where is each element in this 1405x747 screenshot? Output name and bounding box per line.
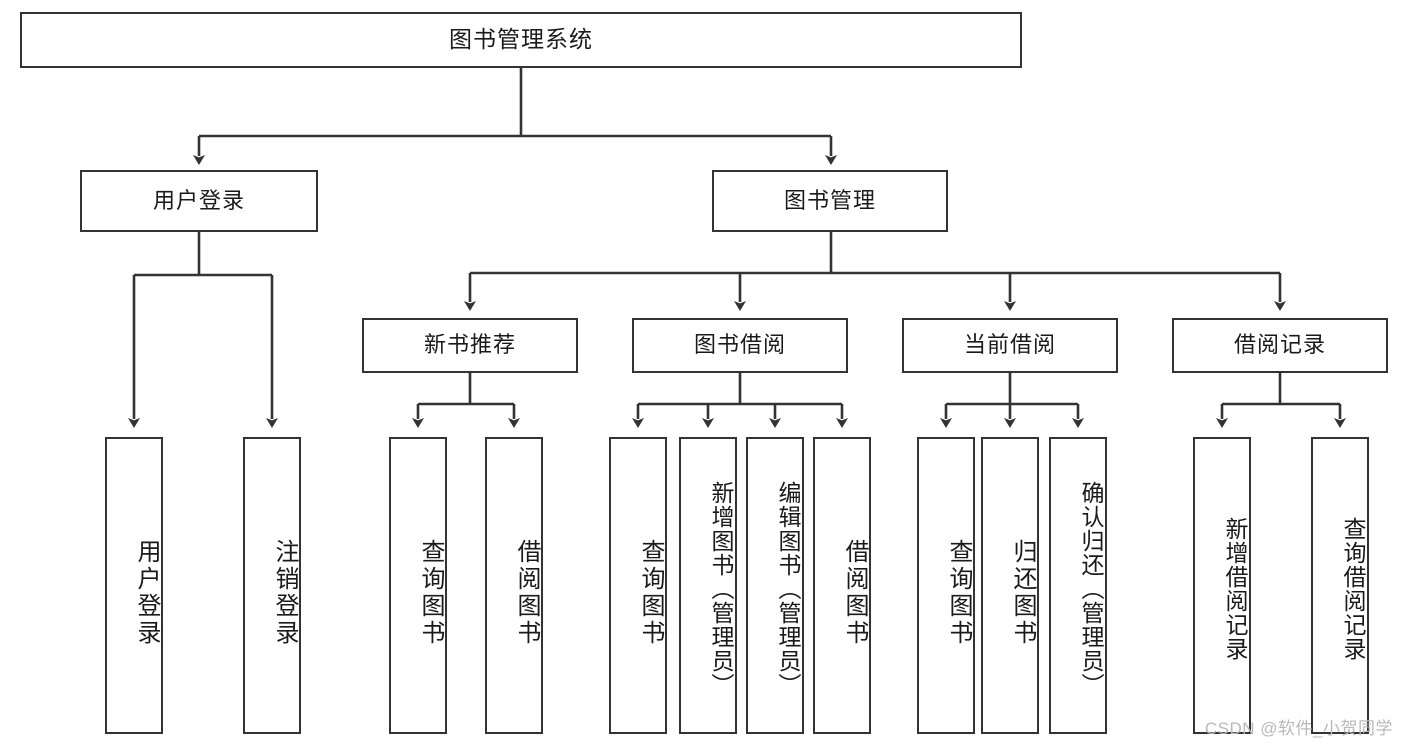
node-borrow-records[interactable]: 借阅记录: [1172, 318, 1388, 373]
leaf-query-books-current[interactable]: 查询图书: [917, 437, 975, 734]
leaf-confirm-return-admin[interactable]: 确认归还（管理员）: [1049, 437, 1107, 734]
leaf-logout[interactable]: 注销登录: [243, 437, 301, 734]
leaf-query-books-recommend[interactable]: 查询图书: [389, 437, 447, 734]
leaf-borrow-books-recommend[interactable]: 借阅图书: [485, 437, 543, 734]
leaf-edit-book-admin[interactable]: 编辑图书（管理员）: [746, 437, 804, 734]
node-new-book-recommend[interactable]: 新书推荐: [362, 318, 578, 373]
leaf-return-books[interactable]: 归还图书: [981, 437, 1039, 734]
node-current-borrow[interactable]: 当前借阅: [902, 318, 1118, 373]
leaf-add-book-admin[interactable]: 新增图书（管理员）: [679, 437, 737, 734]
leaf-add-borrow-record[interactable]: 新增借阅记录: [1193, 437, 1251, 734]
leaf-query-borrow-record[interactable]: 查询借阅记录: [1311, 437, 1369, 734]
node-root[interactable]: 图书管理系统: [20, 12, 1022, 68]
node-user-login[interactable]: 用户登录: [80, 170, 318, 232]
leaf-borrow-books[interactable]: 借阅图书: [813, 437, 871, 734]
node-book-management[interactable]: 图书管理: [712, 170, 948, 232]
leaf-query-books-borrow[interactable]: 查询图书: [609, 437, 667, 734]
node-book-borrow[interactable]: 图书借阅: [632, 318, 848, 373]
leaf-user-login[interactable]: 用户登录: [105, 437, 163, 734]
csdn-watermark: CSDN @软件_小贺同学: [1204, 719, 1393, 738]
